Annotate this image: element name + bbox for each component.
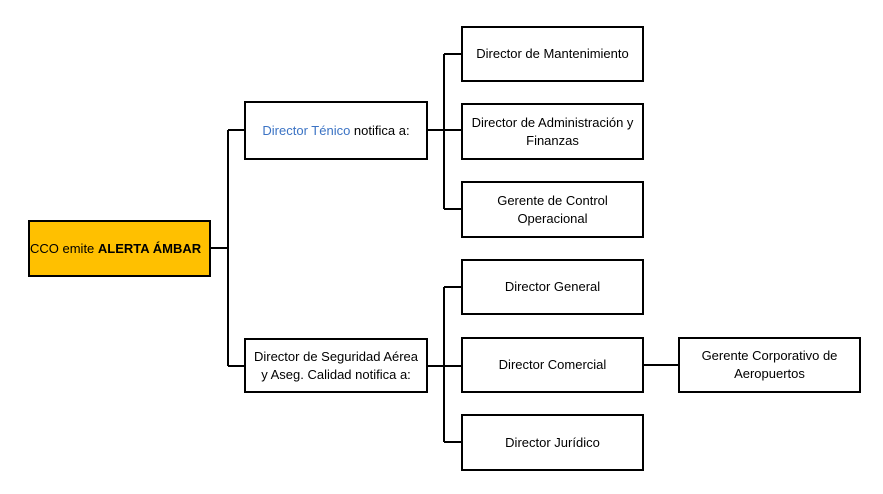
node-director-general-label: Director General xyxy=(504,279,601,294)
node-director-administracion: Director de Administración y Finanzas xyxy=(461,103,644,160)
node-director-seguridad-label: Director de Seguridad Aérea y Aseg. Cali… xyxy=(253,348,419,382)
node-director-general: Director General xyxy=(461,259,644,315)
root-label: CCO emite ALERTA ÁMBAR xyxy=(30,240,201,258)
node-director-tecnico-label: Director Ténico notifica a: xyxy=(262,122,409,140)
node-director-mantenimiento: Director de Mantenimiento xyxy=(461,26,644,82)
node-director-comercial: Director Comercial xyxy=(461,337,644,393)
node-gerente-aeropuertos-label: Gerente Corporativo de Aeropuertos xyxy=(701,348,838,381)
node-gerente-control-operacional: Gerente de Control Operacional xyxy=(461,181,644,238)
node-director-seguridad: Director de Seguridad Aérea y Aseg. Cali… xyxy=(244,338,428,393)
node-director-tecnico: Director Ténico notifica a: xyxy=(244,101,428,160)
node-director-administracion-label: Director de Administración y Finanzas xyxy=(471,114,634,148)
node-director-juridico: Director Jurídico xyxy=(461,414,644,471)
root-emphasis: ALERTA ÁMBAR xyxy=(97,240,202,256)
root-prefix: CCO emite xyxy=(30,240,98,256)
node-director-mantenimiento-label: Director de Mantenimiento xyxy=(476,46,629,61)
node-director-comercial-label: Director Comercial xyxy=(498,357,607,372)
director-tecnico-suffix: notifica a: xyxy=(350,122,410,138)
node-director-juridico-label: Director Jurídico xyxy=(505,434,600,450)
node-gerente-aeropuertos: Gerente Corporativo de Aeropuertos xyxy=(678,337,861,393)
node-gerente-control-operacional-label: Gerente de Control Operacional xyxy=(497,192,608,226)
root-node-cco-alert: CCO emite ALERTA ÁMBAR xyxy=(28,220,211,277)
director-tecnico-name: Director Ténico xyxy=(262,122,351,138)
